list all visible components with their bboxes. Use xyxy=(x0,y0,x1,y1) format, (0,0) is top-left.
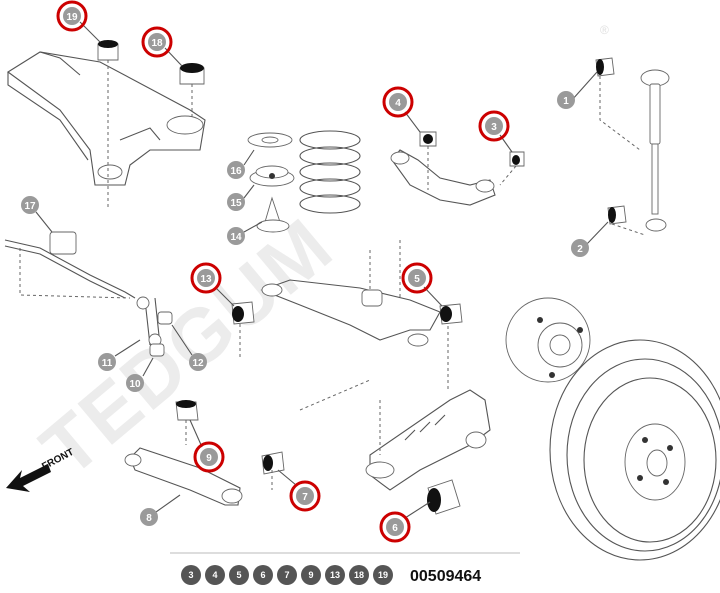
highlight-ring-5 xyxy=(401,262,433,294)
callout-9-label: 9 xyxy=(206,453,212,464)
kit-badge-8-label: 18 xyxy=(354,570,364,580)
kit-badge-4 xyxy=(253,565,273,585)
shock-absorber xyxy=(640,69,670,232)
kit-badge-2-label: 4 xyxy=(212,570,217,580)
callout-14 xyxy=(227,227,245,245)
bearing xyxy=(249,165,295,187)
upper-arm xyxy=(390,149,496,206)
kit-badge-7-label: 13 xyxy=(330,570,340,580)
bushing-7 xyxy=(261,451,285,475)
kit-badge-8 xyxy=(349,565,369,585)
kit-badge-9-label: 19 xyxy=(378,570,388,580)
callout-8-label: 8 xyxy=(146,513,152,524)
callout-4 xyxy=(389,93,407,111)
kit-badge-5 xyxy=(277,565,297,585)
registered-mark: ® xyxy=(600,23,609,37)
front-arrow-icon xyxy=(6,464,51,492)
highlight-ring-19 xyxy=(56,0,88,32)
wheel-hub xyxy=(505,297,591,383)
bushing-5 xyxy=(439,303,463,325)
kit-badge-6-label: 9 xyxy=(308,570,313,580)
callout-1 xyxy=(557,91,575,109)
kit-badge-1-label: 3 xyxy=(188,570,193,580)
bushing-3 xyxy=(509,151,525,167)
callout-15 xyxy=(227,193,245,211)
callout-8 xyxy=(140,508,158,526)
kit-badge-4-label: 6 xyxy=(260,570,265,580)
callouts: 1 2 3 4 5 6 7 8 9 xyxy=(21,0,609,543)
kit-badge-6 xyxy=(301,565,321,585)
callout-14-label: 14 xyxy=(230,232,242,243)
highlight-ring-6 xyxy=(379,511,411,543)
kit-badge-7 xyxy=(325,565,345,585)
lateral-link xyxy=(124,447,243,506)
callout-1-label: 1 xyxy=(563,96,569,107)
callout-17 xyxy=(21,196,39,214)
callout-3-label: 3 xyxy=(491,122,497,133)
callout-18 xyxy=(148,33,166,51)
subframe xyxy=(7,51,206,186)
bump-stop xyxy=(256,196,290,233)
highlight-ring-13 xyxy=(190,262,222,294)
callout-13-label: 13 xyxy=(200,274,212,285)
callout-15-label: 15 xyxy=(230,198,242,209)
highlight-ring-4 xyxy=(382,86,414,118)
watermark: TEDGUM ® xyxy=(24,23,609,493)
kit-badge-9 xyxy=(373,565,393,585)
callout-5 xyxy=(408,269,426,287)
wheel xyxy=(549,339,720,561)
callout-6 xyxy=(386,518,404,536)
callout-19 xyxy=(63,7,81,25)
main-arm xyxy=(260,279,441,347)
callout-16-label: 16 xyxy=(230,166,242,177)
callout-3 xyxy=(485,117,503,135)
callout-2 xyxy=(571,239,589,257)
callout-5-label: 5 xyxy=(414,274,420,285)
highlight-ring-3 xyxy=(478,110,510,142)
stabilizer-bar xyxy=(4,231,173,357)
bushing-9 xyxy=(175,400,199,421)
part-number: 00509464 xyxy=(410,568,481,585)
callout-11-label: 11 xyxy=(102,358,113,369)
callout-16 xyxy=(227,161,245,179)
assembly-lines xyxy=(19,60,646,490)
kit-badge-3 xyxy=(229,565,249,585)
bushing-18 xyxy=(179,63,205,85)
kit-strip: 3 4 5 6 7 9 13 18 19 00509464 xyxy=(181,565,481,585)
highlight-ring-9 xyxy=(193,441,225,473)
callout-19-label: 19 xyxy=(66,12,78,23)
callout-4-label: 4 xyxy=(395,98,401,109)
highlight-ring-7 xyxy=(289,480,321,512)
callout-12-label: 12 xyxy=(192,358,204,369)
bushing-6 xyxy=(427,479,461,515)
callout-7 xyxy=(296,487,314,505)
callout-11 xyxy=(98,353,116,371)
kit-badge-2 xyxy=(205,565,225,585)
bushing-1 xyxy=(595,57,615,77)
spring-seat xyxy=(247,132,293,148)
callout-9 xyxy=(200,448,218,466)
knuckle xyxy=(365,389,491,491)
kit-badge-3-label: 5 xyxy=(236,570,241,580)
callout-12 xyxy=(189,353,207,371)
coil-spring xyxy=(299,130,361,214)
kit-badge-5-label: 7 xyxy=(284,570,289,580)
bushing-2 xyxy=(607,205,627,225)
callout-13 xyxy=(197,269,215,287)
callout-2-label: 2 xyxy=(577,244,583,255)
kit-badge-1 xyxy=(181,565,201,585)
callout-18-label: 18 xyxy=(151,38,163,49)
callout-10-label: 10 xyxy=(129,379,141,390)
bushing-19 xyxy=(97,40,119,61)
bushing-4 xyxy=(419,131,437,147)
callout-10 xyxy=(126,374,144,392)
callout-7-label: 7 xyxy=(302,492,308,503)
callout-6-label: 6 xyxy=(392,523,398,534)
highlight-ring-18 xyxy=(141,26,173,58)
bushing-13 xyxy=(231,301,255,325)
callout-17-label: 17 xyxy=(24,201,36,212)
